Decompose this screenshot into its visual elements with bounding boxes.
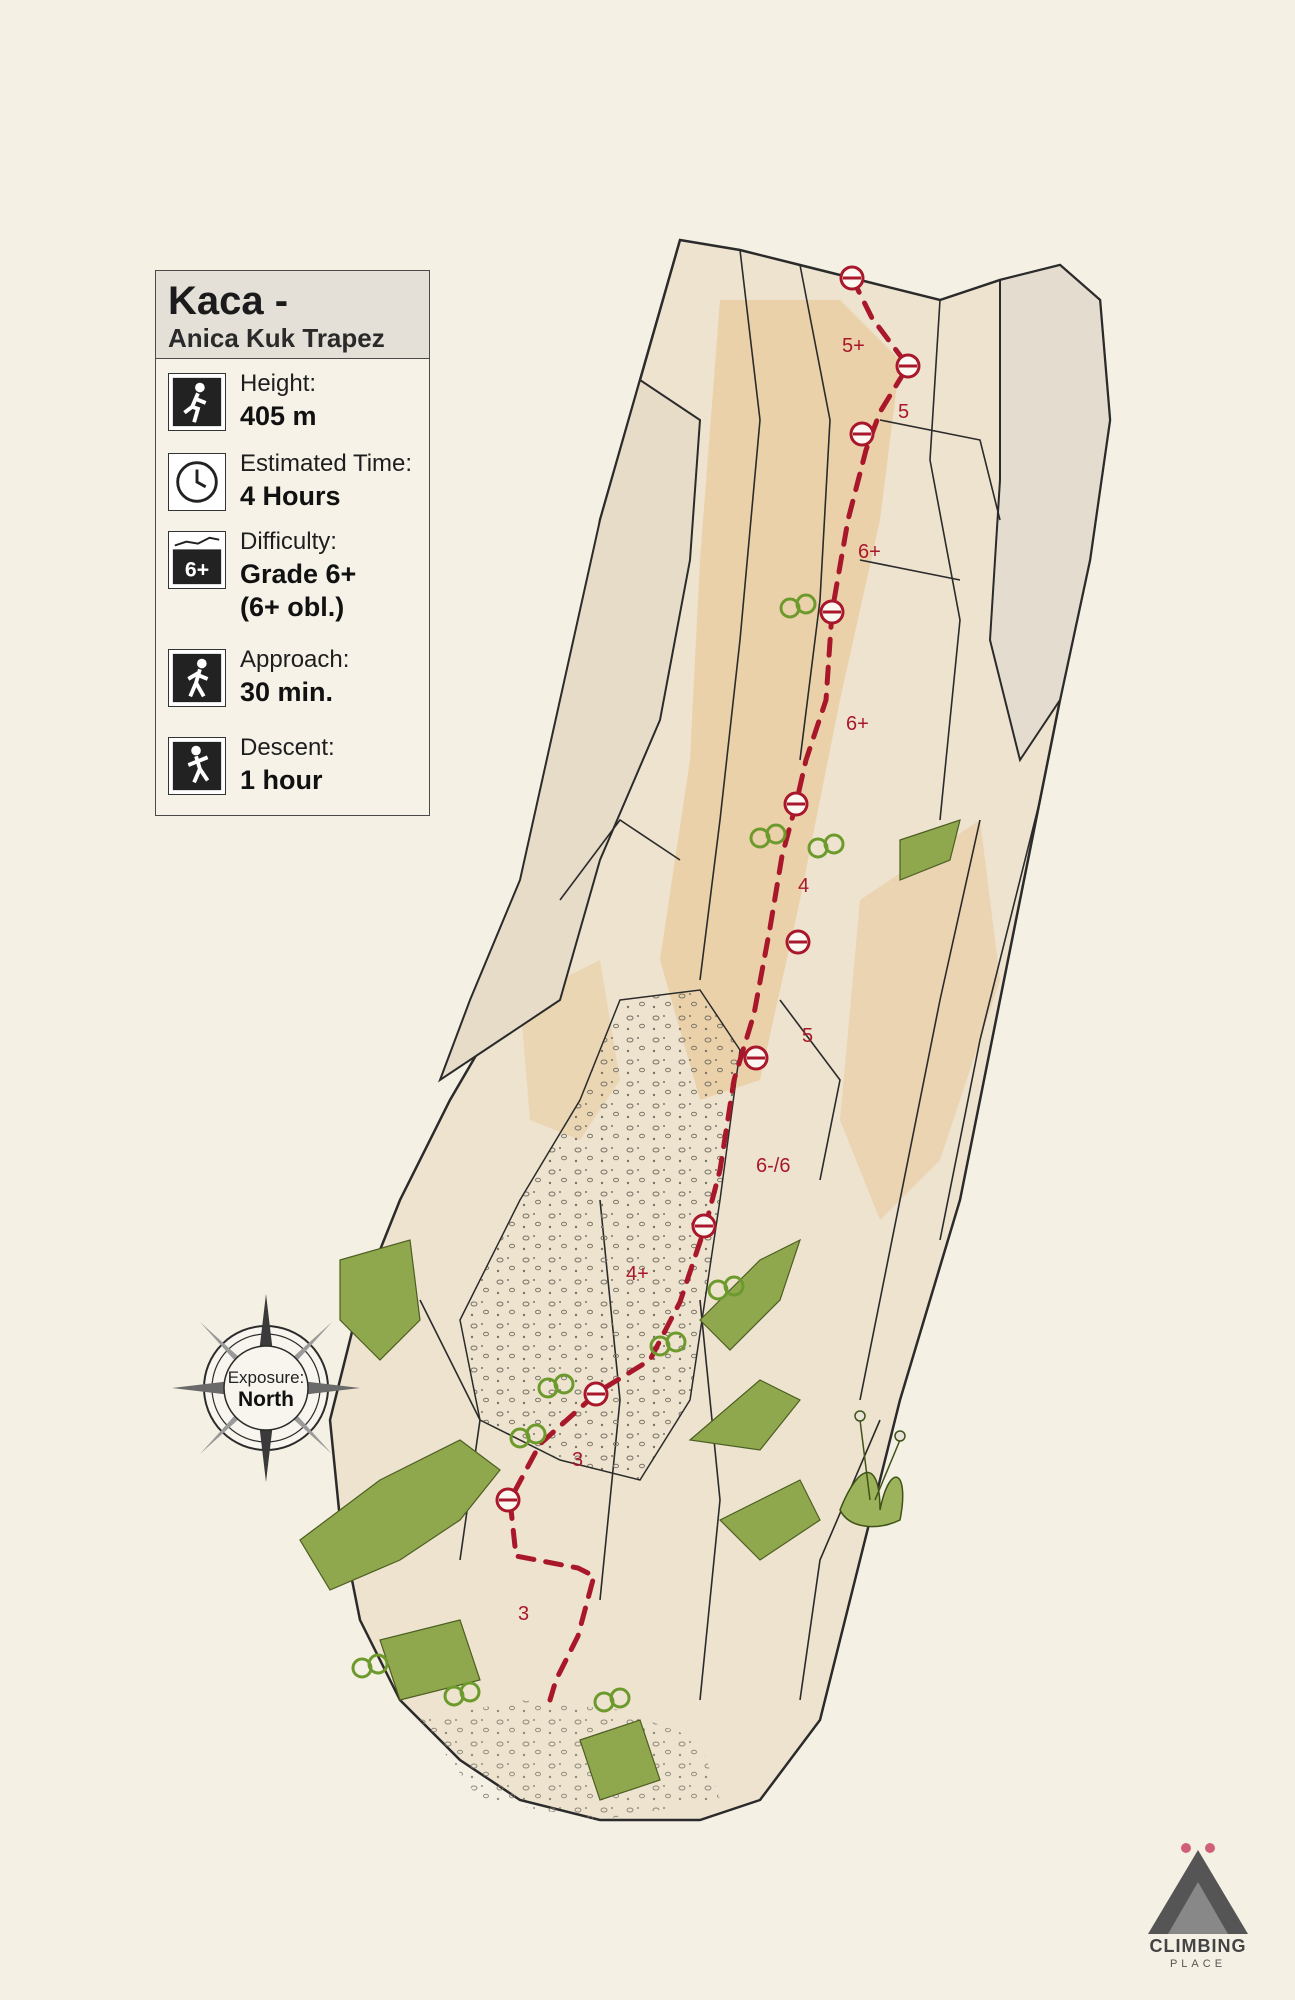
mountain-logo-icon	[1148, 1843, 1248, 1934]
rock-pillar	[437, 378, 702, 1083]
pitch-grade-label: 6+	[846, 713, 869, 735]
stat-label: Approach:	[240, 646, 350, 673]
pitch-grade-label: 6-/6	[756, 1155, 790, 1177]
logo-text: CLIMBING	[1149, 1936, 1247, 1956]
stat-value: 30 min.	[240, 677, 334, 707]
stat-height: Height: 405 m	[168, 369, 423, 439]
pitch-grade-label: 5	[802, 1025, 813, 1047]
pitch-grade-label: 3	[518, 1603, 529, 1625]
hiker-icon	[168, 649, 226, 707]
compass-rose: Exposure: North	[168, 1290, 364, 1486]
rock-pillar	[988, 263, 1112, 763]
plant-illustration	[839, 1410, 906, 1528]
route-subtitle: Anica Kuk Trapez	[168, 323, 385, 353]
climber-icon	[168, 373, 226, 431]
scree-base	[420, 1700, 720, 1820]
stat-label: Height:	[240, 370, 317, 397]
stat-value: 1 hour	[240, 765, 323, 795]
climbing-route-line	[507, 275, 912, 1703]
stat-time: Estimated Time: 4 Hours	[168, 449, 423, 519]
pitch-grade-label: 5+	[842, 335, 865, 357]
clock-icon	[168, 453, 226, 511]
compass-icon	[172, 1294, 360, 1482]
stat-extra: (6+ obl.)	[240, 592, 345, 622]
stat-label: Difficulty:	[240, 528, 337, 555]
anchor-icon	[351, 593, 845, 1713]
pitch-grade-label: 3	[572, 1449, 583, 1471]
stat-label: Estimated Time:	[240, 450, 413, 477]
grade-icon: 6+	[168, 531, 226, 589]
stat-value: 4 Hours	[240, 481, 341, 511]
stat-value: Grade 6+	[240, 559, 357, 589]
grade-badge: 6+	[185, 557, 209, 581]
stat-difficulty: 6+ Difficulty: Grade 6+ (6+ obl.)	[168, 527, 423, 622]
route-header: Kaca - Anica Kuk Trapez	[156, 271, 429, 359]
rock-shading	[840, 820, 1000, 1220]
route-info-panel: Kaca - Anica Kuk Trapez Height: 405 m Es…	[155, 270, 430, 816]
stat-value: 405 m	[240, 401, 317, 431]
pitch-grade-label: 5	[898, 401, 909, 423]
vegetation	[299, 819, 961, 1801]
rock-shading	[660, 300, 900, 1100]
scree-gully	[459, 989, 741, 1481]
pitch-grade-label: 4	[798, 875, 809, 897]
logo-subtext: PLACE	[1169, 1958, 1227, 1970]
pitch-grade-label: 6+	[858, 541, 881, 563]
belay-station-icon	[495, 265, 921, 1513]
compass-label: Exposure:	[227, 1368, 305, 1387]
stat-descent: Descent: 1 hour	[168, 733, 423, 803]
pitch-grade-label: 4+	[626, 1263, 649, 1285]
stat-label: Descent:	[240, 734, 335, 761]
brand-logo: CLIMBING PLACE	[1128, 1838, 1268, 1978]
descent-icon	[168, 737, 226, 795]
route-title: Kaca -	[168, 279, 289, 323]
stat-approach: Approach: 30 min.	[168, 645, 423, 715]
compass-value: North	[238, 1388, 294, 1411]
